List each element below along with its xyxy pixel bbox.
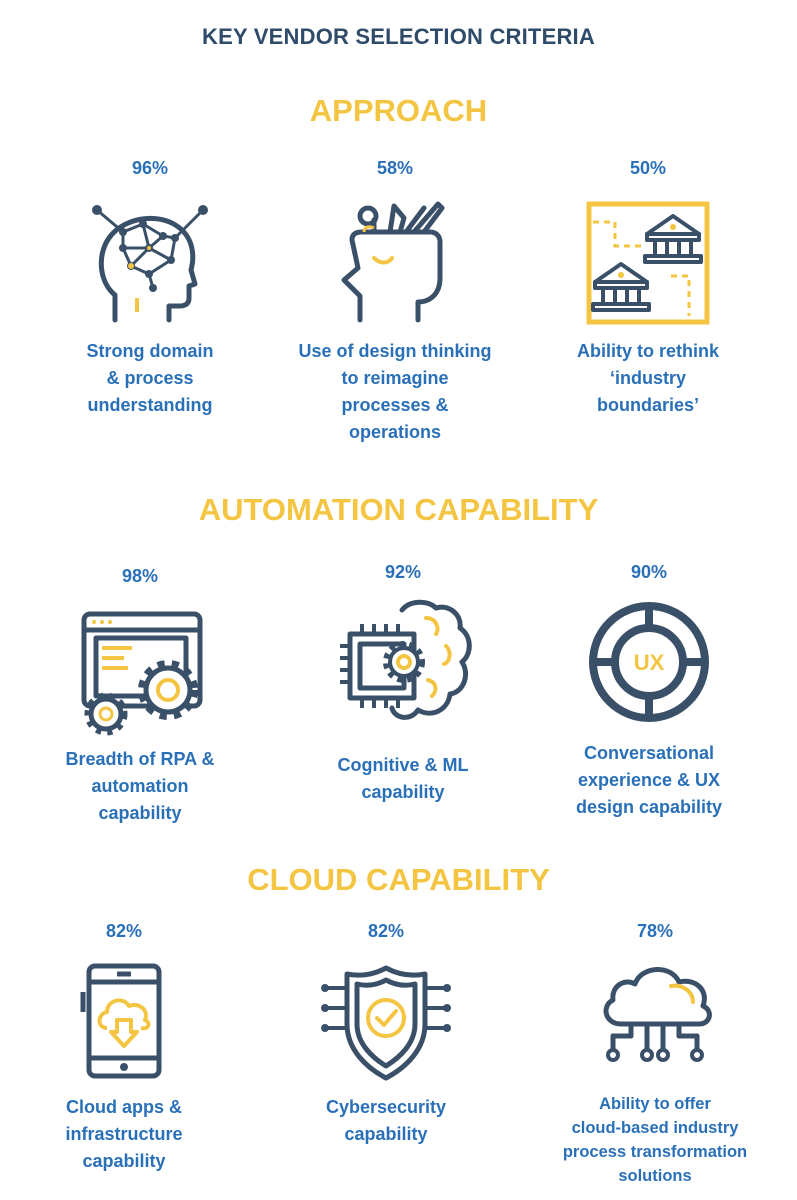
- ux-ring-icon: UX: [589, 602, 709, 722]
- section-title-cloud: CLOUD CAPABILITY: [247, 862, 550, 897]
- criterion-label: Breadth of RPA & automation capability: [65, 749, 215, 823]
- cloud-network-icon: [603, 967, 712, 1062]
- chip-brain-icon: [340, 599, 472, 720]
- criterion-label: Cloud apps & infrastructure capability: [65, 1097, 183, 1171]
- criterion-label: Ability to offer cloud-based industry pr…: [562, 1095, 748, 1185]
- section-title-automation: AUTOMATION CAPABILITY: [198, 492, 599, 527]
- percent-value: 98%: [121, 566, 159, 586]
- percent-value: 78%: [636, 921, 674, 941]
- percent-value: 82%: [367, 921, 405, 941]
- percent-value: 58%: [376, 158, 414, 178]
- criterion-label: Cybersecurity capability: [325, 1097, 447, 1144]
- criterion-label: Conversational experience & UX design ca…: [575, 743, 723, 817]
- percent-value: 50%: [629, 158, 667, 178]
- section-title-approach: APPROACH: [309, 93, 488, 128]
- head-network-icon: [92, 205, 208, 323]
- criterion-label: Cognitive & ML capability: [337, 755, 469, 802]
- criterion-label: Use of design thinking to reimagine proc…: [298, 341, 492, 442]
- industry-map-icon: [586, 201, 710, 325]
- head-design-tools-icon: [341, 201, 445, 323]
- percent-value: 92%: [384, 562, 422, 582]
- criterion-label: Ability to rethink ‘industry boundaries’: [576, 341, 719, 415]
- rpa-gears-icon: [81, 611, 203, 736]
- shield-check-icon: [321, 965, 451, 1081]
- ux-icon-text: UX: [634, 650, 665, 675]
- phone-cloud-icon: [80, 963, 162, 1079]
- page-title: KEY VENDOR SELECTION CRITERIA: [202, 24, 595, 49]
- percent-value: 82%: [105, 921, 143, 941]
- percent-value: 90%: [630, 562, 668, 582]
- criterion-label: Strong domain & process understanding: [86, 341, 214, 415]
- percent-value: 96%: [131, 158, 169, 178]
